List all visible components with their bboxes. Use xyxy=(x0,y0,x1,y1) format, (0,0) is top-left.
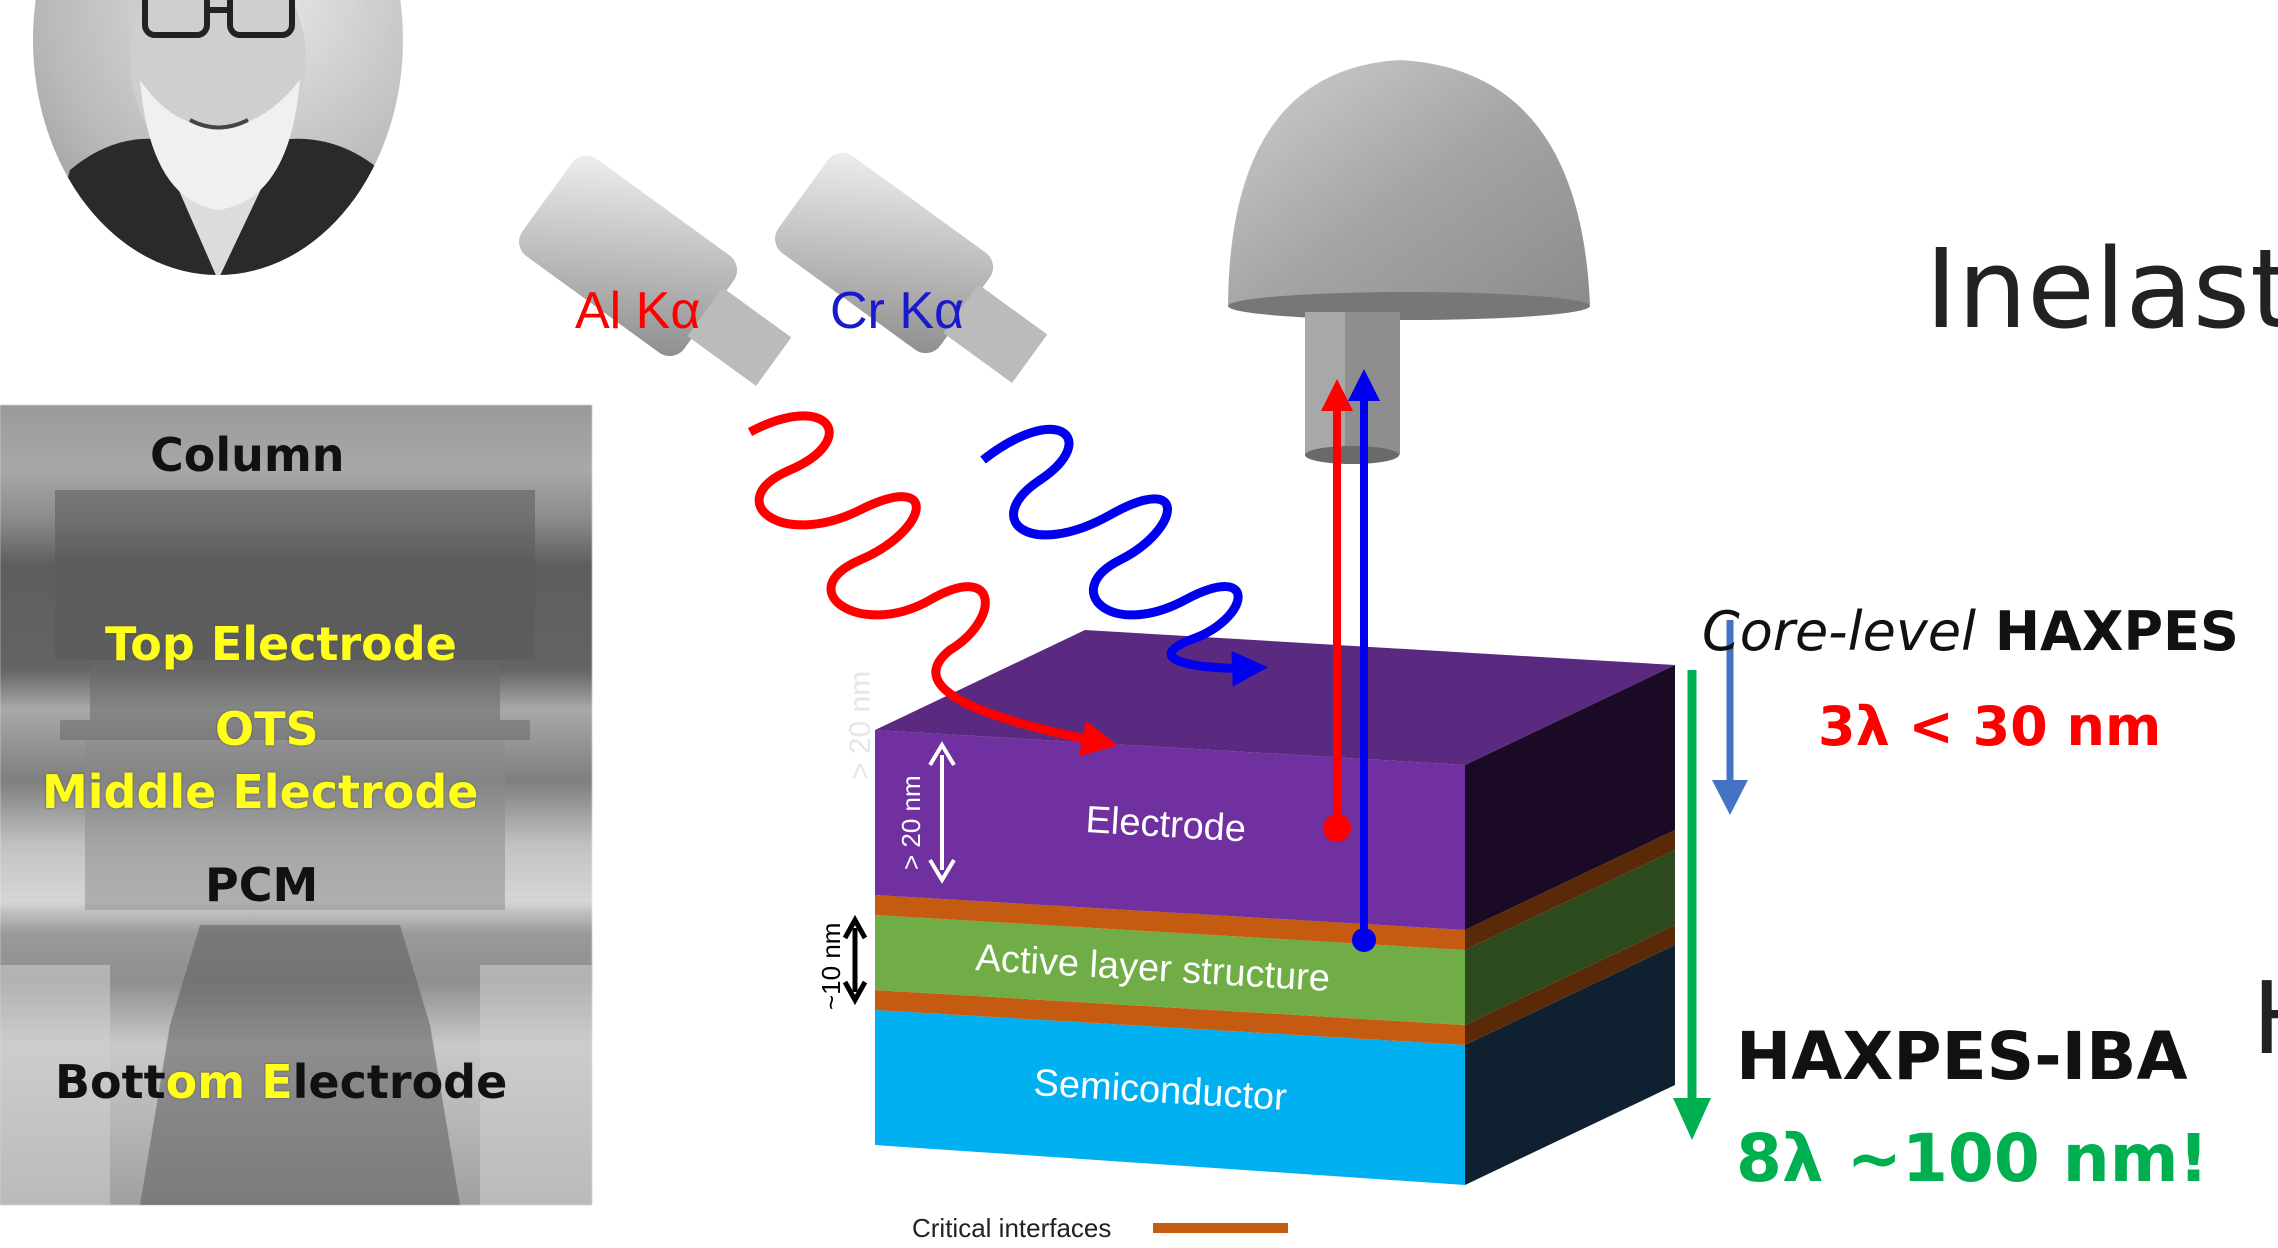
active-thickness-label: ~10 nm xyxy=(816,923,846,1010)
al-xray-beam xyxy=(747,411,1118,757)
core-level-title: Core-level HAXPES xyxy=(1702,600,2239,663)
red-emission-point xyxy=(1323,814,1351,842)
iba-title: HAXPES-IBA xyxy=(1736,1018,2188,1095)
faint-dimension-label: > 20 nm xyxy=(844,671,877,780)
active-thickness-arrow xyxy=(842,914,868,1006)
iba-depth: 8λ ~100 nm! xyxy=(1736,1120,2209,1197)
sem-label-pcm: PCM xyxy=(205,858,319,912)
electrode-label: Electrode xyxy=(1084,799,1247,850)
al-source-tube xyxy=(519,155,792,386)
sem-label-bottom-part3: E xyxy=(261,1055,293,1109)
core-level-italic: Core-level xyxy=(1702,600,1977,663)
legend-label: Critical interfaces xyxy=(912,1213,1111,1243)
lower-interface-front xyxy=(875,990,1465,1045)
sem-label-ots: OTS xyxy=(215,702,319,756)
electrode-thickness-arrow xyxy=(928,741,956,884)
semiconductor-side xyxy=(1465,945,1675,1185)
sem-label-bottom-part4: lectrode xyxy=(292,1055,508,1109)
sem-label-column: Column xyxy=(150,428,345,482)
electrode-top xyxy=(875,630,1675,765)
al-source-label: Al Kα xyxy=(575,282,700,340)
sem-label-top-electrode: Top Electrode xyxy=(105,617,457,671)
cr-source-tube xyxy=(775,152,1048,384)
portrait-photo xyxy=(33,0,403,275)
edge-letter: H xyxy=(2252,960,2278,1077)
blue-emission-point xyxy=(1352,928,1376,952)
electrode-front xyxy=(875,730,1465,930)
heading-partial: Inelast xyxy=(1925,225,2278,353)
sem-label-bottom-part1: Bott xyxy=(55,1055,166,1109)
electrode-thickness-label: > 20 nm xyxy=(896,775,926,870)
cr-source-label: Cr Kα xyxy=(830,282,964,340)
sem-label-bottom-part2: om xyxy=(165,1055,262,1109)
sem-label-bottom-electrode: Bottom Electrode xyxy=(55,1055,507,1109)
cr-xray-beam xyxy=(980,424,1268,687)
sem-pillar-shapes xyxy=(0,490,592,1205)
core-level-bold: HAXPES xyxy=(1976,600,2239,663)
analyzer-dome xyxy=(1228,60,1590,464)
upper-interface-front xyxy=(875,895,1465,950)
semiconductor-front xyxy=(875,1010,1465,1185)
core-level-depth: 3λ < 30 nm xyxy=(1818,695,2162,758)
sem-label-middle-electrode: Middle Electrode xyxy=(42,765,479,819)
layer-stack xyxy=(875,630,1675,1185)
active-layer-front xyxy=(875,915,1465,1025)
legend-interface-swatch xyxy=(1153,1223,1288,1233)
